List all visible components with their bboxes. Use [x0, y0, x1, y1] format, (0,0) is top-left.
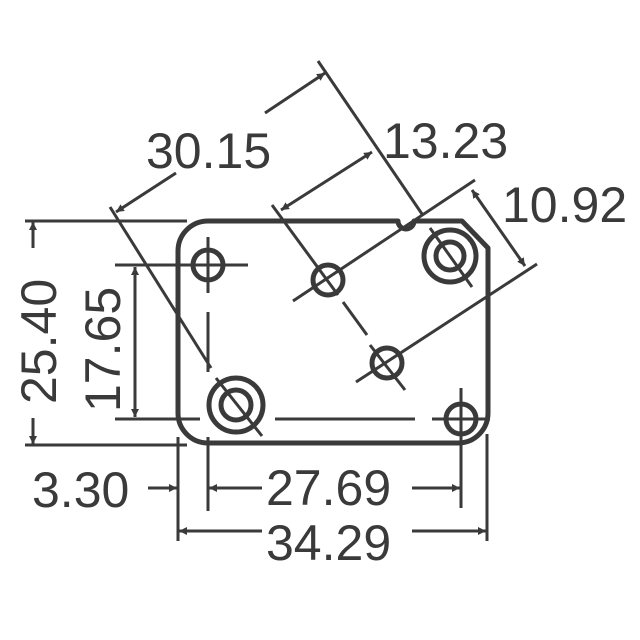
dim-text-10-92: 10.92 — [502, 177, 627, 233]
center-lines — [108, 60, 538, 437]
dim-text-13-23: 13.23 — [383, 113, 508, 169]
dim-text-34-29: 34.29 — [266, 515, 391, 571]
dim-text-17-65: 17.65 — [75, 287, 131, 412]
dim-text-30-15: 30.15 — [146, 123, 271, 179]
pin-center-lower — [369, 345, 405, 381]
pin-center-upper — [310, 262, 346, 298]
dim-text-25-40: 25.40 — [11, 279, 67, 404]
body-outline — [175, 218, 491, 446]
dim-text-3-30: 3.30 — [32, 462, 129, 518]
terminal-bottom-left — [206, 375, 266, 435]
dim-text-27-69: 27.69 — [266, 460, 391, 516]
component-body — [175, 218, 491, 446]
holes — [170, 227, 490, 450]
dimension-lines — [25, 71, 527, 541]
